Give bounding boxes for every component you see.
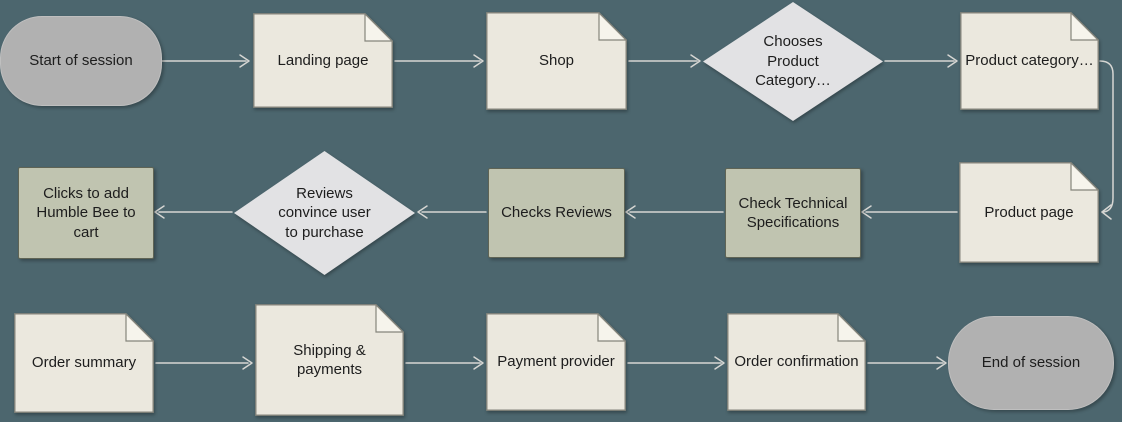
node-order-summary: Order summary <box>14 313 154 413</box>
arrow-chooses-product-category-to-product-category <box>884 54 958 68</box>
node-label: Landing page <box>277 51 369 69</box>
node-shipping-payments: Shipping & payments <box>255 304 404 416</box>
node-label: Shop <box>538 52 575 70</box>
decision-shape <box>234 151 415 275</box>
node-label: Order confirmation <box>734 353 859 371</box>
node-label: Shipping & payments <box>293 341 366 379</box>
arrow-landing-page-to-shop <box>394 54 484 68</box>
arrow-check-technical-specifications-to-checks-reviews <box>625 205 724 219</box>
document-shape <box>253 13 393 108</box>
decision-shape <box>703 2 883 121</box>
node-label: Reviews convince user to purchase <box>278 184 371 241</box>
node-product-page: Product page <box>959 162 1099 263</box>
arrow-checks-reviews-to-reviews-convince-user <box>417 205 487 219</box>
node-label: Start of session <box>29 52 133 70</box>
node-shop: Shop <box>486 12 627 110</box>
document-shape <box>959 162 1099 263</box>
document-shape <box>255 304 404 416</box>
document-shape <box>727 313 866 411</box>
node-product-category: Product category… <box>960 12 1099 110</box>
node-label: End of session <box>981 354 1081 372</box>
node-check-technical-specifications: Check Technical Specifications <box>725 168 861 258</box>
node-label: Order summary <box>31 354 137 372</box>
document-shape <box>486 313 626 411</box>
node-payment-provider: Payment provider <box>486 313 626 411</box>
document-shape <box>486 12 627 110</box>
document-shape <box>14 313 154 413</box>
arrow-shop-to-chooses-product-category <box>628 54 701 68</box>
arrow-start-of-session-to-landing-page <box>161 54 250 68</box>
node-reviews-convince-user: Reviews convince user to purchase <box>234 151 415 275</box>
node-label: Chooses Product Category… <box>755 33 831 90</box>
node-label: Product page <box>984 203 1074 221</box>
arrow-order-summary-to-shipping-payments <box>155 356 253 370</box>
node-chooses-product-category: Chooses Product Category… <box>703 2 883 121</box>
node-label: Clicks to add Humble Bee to cart <box>36 184 136 241</box>
arrow-order-confirmation-to-end-of-session <box>867 356 947 370</box>
node-label: Check Technical Specifications <box>738 194 848 232</box>
node-order-confirmation: Order confirmation <box>727 313 866 411</box>
arrow-reviews-convince-user-to-clicks-add-humble-bee <box>154 205 233 219</box>
arrow-product-page-to-check-technical-specifications <box>861 205 958 219</box>
node-label: Payment provider <box>497 353 615 371</box>
node-clicks-add-humble-bee: Clicks to add Humble Bee to cart <box>18 167 154 259</box>
node-start-of-session: Start of session <box>0 16 162 106</box>
arrow-shipping-payments-to-payment-provider <box>405 356 484 370</box>
node-landing-page: Landing page <box>253 13 393 108</box>
node-label: Product category… <box>965 52 1094 70</box>
arrow-payment-provider-to-order-confirmation <box>627 356 725 370</box>
document-shape <box>960 12 1099 110</box>
node-end-of-session: End of session <box>948 316 1114 410</box>
node-checks-reviews: Checks Reviews <box>488 168 625 258</box>
arrow-product-category-to-product-page <box>1099 60 1114 220</box>
node-label: Checks Reviews <box>501 204 612 222</box>
